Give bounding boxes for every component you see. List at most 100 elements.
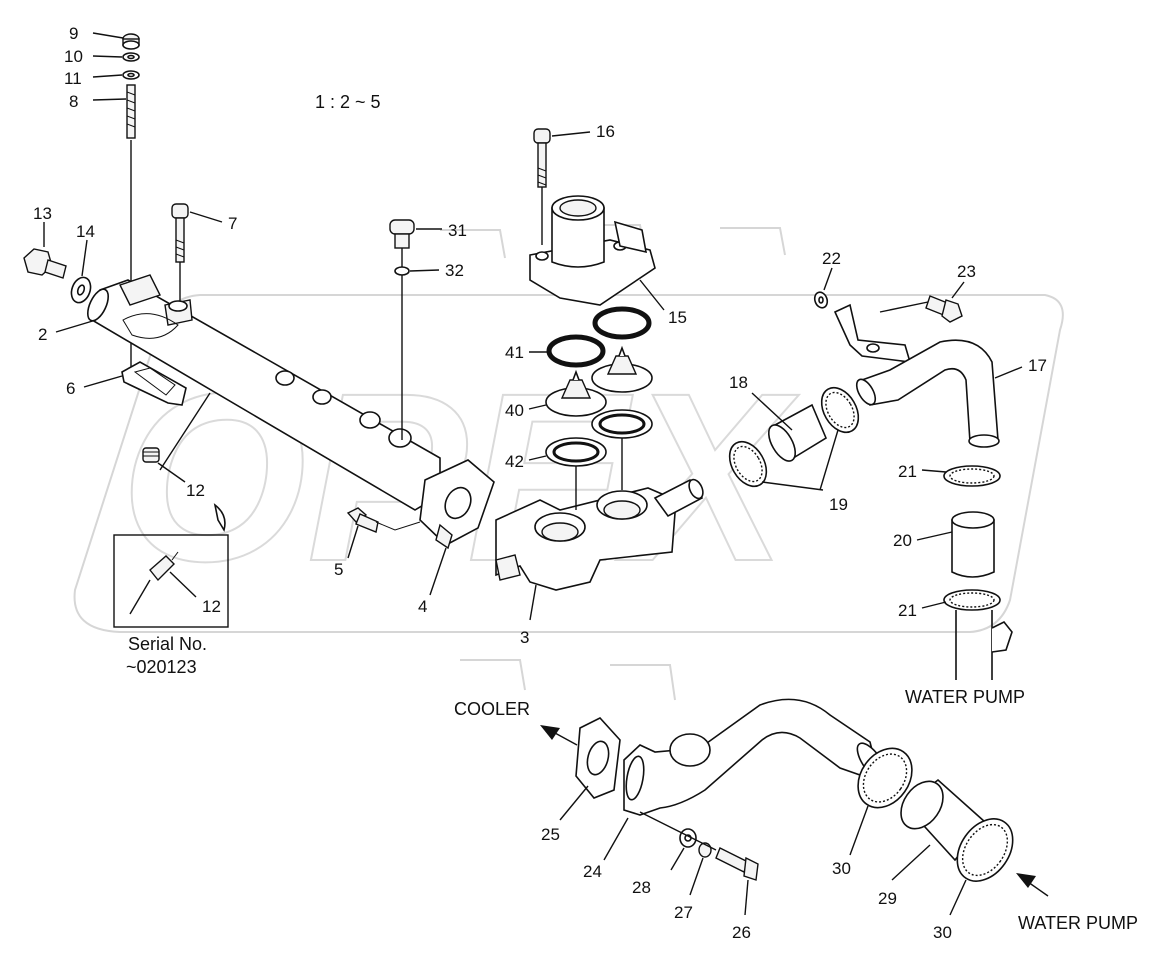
callout-18: 18	[729, 373, 748, 392]
elbow-pipe-17-part	[833, 303, 1000, 448]
callout-7: 7	[228, 214, 237, 233]
callout-30b: 30	[933, 923, 952, 942]
callout-4: 4	[418, 597, 427, 616]
callout-28: 28	[632, 878, 651, 897]
leader-16	[551, 131, 591, 137]
leader-40	[528, 404, 547, 410]
leader-26	[744, 879, 749, 916]
callout-19: 19	[829, 495, 848, 514]
water-pump-pipe-part	[955, 610, 1013, 680]
bolt-26-part	[639, 811, 759, 881]
callout-6: 6	[66, 379, 75, 398]
callout-16: 16	[596, 122, 615, 141]
leader-24	[603, 817, 629, 861]
flow-arrow-cooler-icon	[540, 725, 578, 746]
gasket-6-part	[121, 361, 187, 406]
bolt-7-part	[171, 203, 189, 305]
bolt-16-part	[533, 128, 551, 245]
callout-23: 23	[957, 262, 976, 281]
gasket-25-part	[575, 717, 621, 799]
inset-caption-range: ~020123	[126, 657, 197, 677]
hose-clamp-19-part	[728, 386, 860, 488]
washer-28-part	[679, 828, 697, 848]
callout-8: 8	[69, 92, 78, 111]
callout-22: 22	[822, 249, 841, 268]
cooler-pipe-24-part	[623, 698, 888, 816]
leader-28	[670, 847, 685, 871]
hose-clamp-21-upper-part	[943, 465, 1001, 487]
callout-5: 5	[334, 560, 343, 579]
callout-42: 42	[505, 452, 524, 471]
thermostat-housing-3-part	[495, 478, 704, 591]
callout-31: 31	[448, 221, 467, 240]
callout-17: 17	[1028, 356, 1047, 375]
leader-23	[951, 281, 965, 299]
callout-26: 26	[732, 923, 751, 942]
bolt-13-part	[23, 248, 67, 279]
leader-32	[409, 269, 440, 272]
leader-8	[92, 98, 127, 101]
water-pump-label-top: WATER PUMP	[905, 687, 1025, 707]
washer-10-part	[122, 52, 140, 62]
callout-21a: 21	[898, 462, 917, 481]
water-manifold-2-part	[86, 274, 441, 511]
leader-25	[559, 785, 589, 821]
inset-box	[113, 534, 229, 628]
callout-12a: 12	[186, 481, 205, 500]
callout-27: 27	[674, 903, 693, 922]
o-ring-41-part	[546, 306, 652, 368]
callout-11: 11	[64, 69, 82, 88]
plug-31-part	[389, 219, 415, 440]
leader-15	[639, 279, 665, 311]
leader-5	[347, 525, 359, 559]
leader-11	[92, 74, 123, 78]
gasket-42-part	[545, 409, 653, 510]
leader-14	[81, 239, 88, 277]
bolt-5-part	[346, 507, 421, 533]
leader-30b	[949, 879, 967, 916]
flow-arrow-water-pump-icon	[1016, 873, 1049, 897]
thermostat-cover-15-part	[529, 195, 656, 306]
hose-18-part	[767, 403, 828, 462]
leader-27	[689, 857, 704, 896]
cooler-label: COOLER	[454, 699, 530, 719]
leader-30a	[849, 805, 869, 856]
callout-30a: 30	[832, 859, 851, 878]
scale-label: 1 : 2 ~ 5	[315, 92, 381, 112]
gasket-4-part	[419, 459, 495, 550]
leader-42	[528, 455, 547, 461]
washer-11-part	[122, 70, 140, 80]
callout-13: 13	[33, 204, 52, 223]
leader-4	[429, 547, 447, 596]
callout-12b: 12	[202, 597, 221, 616]
leader-12b	[169, 571, 197, 598]
leader-18	[751, 392, 793, 431]
leader-12-pipe	[159, 392, 211, 471]
arrow-icon	[213, 503, 226, 533]
temperature-sensor-12-part	[142, 447, 160, 463]
leader-2	[55, 319, 97, 333]
o-ring-32-part	[394, 266, 410, 276]
leader-6	[83, 375, 123, 388]
leader-7	[189, 211, 223, 223]
callout-20: 20	[893, 531, 912, 550]
hose-clamp-30-lower-part	[956, 818, 1014, 882]
callout-25: 25	[541, 825, 560, 844]
leader-19	[761, 429, 839, 491]
hose-20-part	[951, 511, 995, 578]
leader-3	[529, 584, 537, 621]
callout-29: 29	[878, 889, 897, 908]
leader-12a	[157, 462, 186, 483]
leader-29	[891, 844, 931, 881]
callout-40: 40	[505, 401, 524, 420]
hose-clamp-30-upper-part	[857, 747, 913, 809]
leader-10	[92, 55, 123, 58]
leader-9	[92, 32, 124, 39]
leader-21a	[921, 469, 947, 473]
callout-14: 14	[76, 222, 95, 241]
washer-14-part	[70, 276, 92, 304]
callout-41: 41	[505, 343, 524, 362]
callout-10: 10	[64, 47, 83, 66]
leader-21b	[921, 601, 947, 609]
